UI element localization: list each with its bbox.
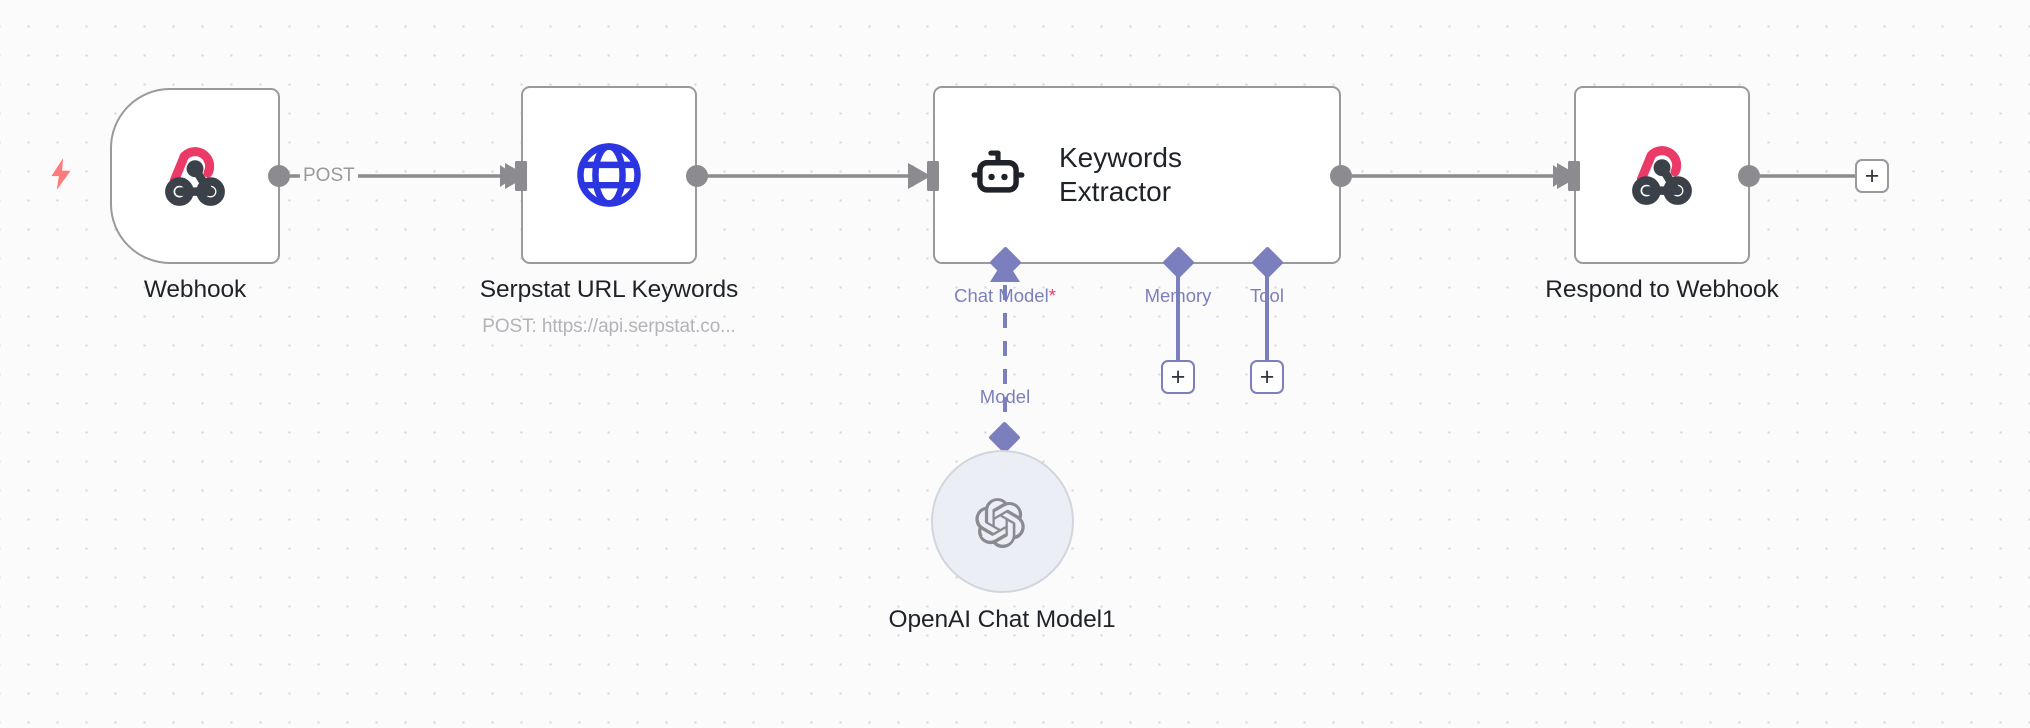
port-input-keywords-extractor[interactable] — [927, 161, 939, 191]
port-input-serpstat[interactable] — [515, 161, 527, 191]
webhook-icon — [1632, 146, 1692, 205]
node-respond-to-webhook[interactable] — [1574, 86, 1750, 264]
node-subtitle-serpstat: POST: https://api.serpstat.co... — [482, 316, 736, 337]
required-marker: * — [1048, 285, 1056, 306]
port-label-chat-model-text: Chat Model — [954, 285, 1049, 306]
node-label-openai-chat-model1: OpenAI Chat Model1 — [888, 606, 1116, 633]
node-title-line-1: Keywords — [1059, 142, 1182, 174]
node-keywords-extractor[interactable]: Keywords Extractor — [933, 86, 1341, 264]
globe-icon — [577, 143, 641, 207]
node-label-respond-to-webhook: Respond to Webhook — [1545, 276, 1779, 303]
port-output-keywords-extractor[interactable] — [1330, 165, 1352, 187]
node-title-line-2: Extractor — [1059, 176, 1172, 207]
port-openai-model-output[interactable] — [988, 421, 1021, 454]
edge-label-model: Model — [979, 386, 1031, 407]
add-next-node-button[interactable]: + — [1855, 159, 1889, 193]
node-serpstat-url-keywords[interactable] — [521, 86, 697, 264]
trigger-bolt-icon — [48, 158, 74, 190]
node-webhook[interactable] — [110, 88, 280, 264]
node-label-webhook: Webhook — [143, 276, 247, 303]
webhook-icon — [165, 147, 225, 206]
port-output-webhook[interactable] — [268, 165, 290, 187]
node-openai-chat-model1[interactable] — [931, 450, 1074, 593]
openai-icon — [974, 497, 1025, 548]
port-label-chat-model: Chat Model* — [900, 285, 1110, 307]
add-tool-button[interactable]: + — [1250, 360, 1284, 394]
port-label-tool: Tool — [1250, 285, 1284, 306]
add-memory-button[interactable]: + — [1161, 360, 1195, 394]
node-title-keywords-extractor: Keywords Extractor — [1059, 141, 1182, 208]
robot-icon — [971, 150, 1025, 193]
port-output-serpstat[interactable] — [686, 165, 708, 187]
port-output-respond-to-webhook[interactable] — [1738, 165, 1760, 187]
edge-label-post: POST — [300, 165, 358, 187]
node-label-serpstat: Serpstat URL Keywords — [479, 276, 739, 303]
port-input-respond-to-webhook[interactable] — [1568, 161, 1580, 191]
